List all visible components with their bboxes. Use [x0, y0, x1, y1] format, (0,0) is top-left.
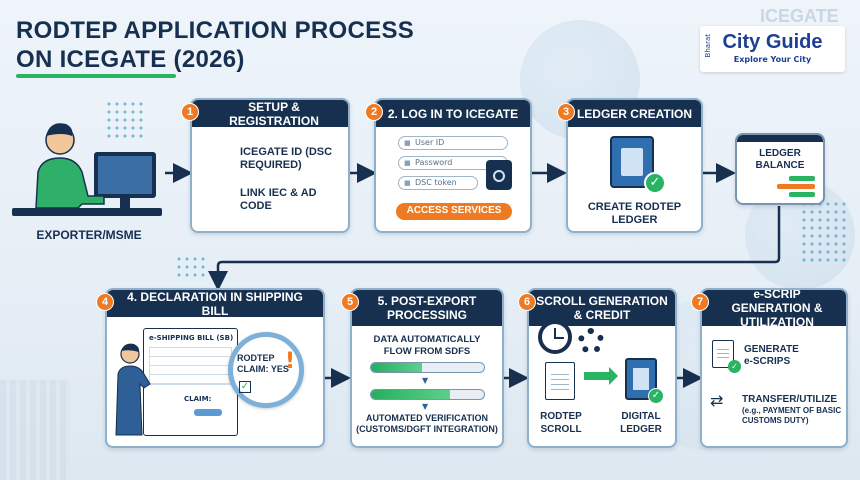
- background-dots: [105, 100, 145, 140]
- data-flow-progress-fill: [371, 363, 422, 372]
- page-title: RODTEP APPLICATION PROCESS ON ICEGATE (2…: [16, 16, 414, 74]
- generate-e-scrips-label: GENERATE e-SCRIPS: [744, 344, 799, 367]
- step3-card: LEDGER CREATION: [566, 98, 703, 233]
- dsc-token-field[interactable]: DSC token: [398, 176, 478, 190]
- step5-verification-text: AUTOMATED VERIFICATION (CUSTOMS/DGFT INT…: [356, 413, 498, 434]
- step1-card: SETUP & REGISTRATION: [190, 98, 350, 233]
- access-services-button[interactable]: ACCESS SERVICES: [396, 203, 512, 220]
- digital-ledger-label: DIGITAL LEDGER: [620, 411, 662, 435]
- arrow-row-wrap: [208, 206, 781, 291]
- step7-card: e-SCRIP GENERATION & UTILIZATION: [700, 288, 848, 448]
- data-flow-progress-bar: [370, 362, 485, 373]
- step5-number-badge: 5: [341, 293, 359, 311]
- step1-title: SETUP & REGISTRATION: [192, 100, 348, 128]
- step7-title: e-SCRIP GENERATION & UTILIZATION: [702, 290, 846, 329]
- gear-icon: [578, 328, 604, 354]
- ledger-balance-card: LEDGER BALANCE: [735, 133, 825, 205]
- transfer-arrows-icon: ⇄: [710, 391, 724, 410]
- down-arrow-icon: ▼: [422, 376, 429, 385]
- exporter-at-computer-icon: [12, 123, 162, 216]
- step5-title: 5. POST-EXPORT PROCESSING: [352, 290, 502, 326]
- digital-ledger-icon: ✓: [625, 358, 664, 404]
- verification-progress-fill: [371, 390, 451, 399]
- city-guide-logo: Bharat City Guide Explore Your City: [700, 26, 845, 72]
- step2-number-badge: 2: [365, 103, 383, 121]
- ledger-balance-title: LEDGER BALANCE: [755, 148, 805, 171]
- step1-item-link-iec: LINK IEC & AD CODE: [240, 187, 317, 212]
- exporter-illustration: [12, 110, 162, 222]
- rodtep-claim-yes: RODTEP CLAIM: YES: [237, 353, 289, 374]
- claim-label: CLAIM:: [184, 395, 212, 403]
- background-dots: [175, 255, 205, 279]
- right-arrow-icon: [584, 367, 618, 385]
- background-container-icon: [0, 380, 70, 480]
- background-dots: [800, 200, 848, 264]
- step4-title: 4. DECLARATION IN SHIPPING BILL: [107, 290, 323, 318]
- rodtep-scroll-label: RODTEP SCROLL: [540, 411, 582, 435]
- e-scrip-document-icon: ✓: [712, 340, 741, 373]
- exporter-label: EXPORTER/MSME: [36, 228, 142, 242]
- step5-data-flow-text: DATA AUTOMATICALLY FLOW FROM SDFS: [373, 334, 481, 357]
- logo-tagline: Explore Your City: [733, 55, 812, 64]
- shipping-bill-title: e-SHIPPING BILL (SB): [149, 334, 234, 342]
- page-title-line2: ON ICEGATE (2026): [16, 46, 245, 73]
- step1-number-badge: 1: [181, 103, 199, 121]
- title-underline: [16, 74, 176, 78]
- transfer-utilize-label: TRANSFER/UTILIZE: [742, 394, 837, 405]
- page-title-line1: RODTEP APPLICATION PROCESS: [16, 17, 415, 44]
- step3-title: LEDGER CREATION: [568, 100, 701, 127]
- ledger-book-icon: ✓: [610, 136, 666, 194]
- person-pointing-icon: [110, 340, 151, 436]
- clock-icon: [538, 320, 572, 354]
- logo-background-text: ICEGATE: [760, 6, 839, 26]
- step7-number-badge: 7: [691, 293, 709, 311]
- step3-number-badge: 3: [557, 103, 575, 121]
- step6-title: SCROLL GENERATION & CREDIT: [529, 290, 675, 326]
- dsc-token-icon: [486, 160, 512, 190]
- transfer-utilize-note: (e.g., PAYMENT OF BASIC CUSTOMS DUTY): [742, 406, 842, 425]
- verification-progress-bar: [370, 389, 485, 400]
- claim-magnifier-bubble: RODTEP CLAIM: YES ✓ !: [228, 332, 304, 408]
- shipping-bill-document: e-SHIPPING BILL (SB) CLAIM:: [143, 328, 238, 436]
- user-id-field[interactable]: User ID: [398, 136, 508, 150]
- step6-number-badge: 6: [518, 293, 536, 311]
- scroll-document-icon: [545, 362, 575, 400]
- password-field[interactable]: Password: [398, 156, 508, 170]
- step4-number-badge: 4: [96, 293, 114, 311]
- step2-title: 2. LOG IN TO ICEGATE: [376, 100, 530, 127]
- down-arrow-icon: ▼: [422, 402, 429, 411]
- step1-item-icegate-id: ICEGATE ID (DSC REQUIRED): [240, 146, 333, 171]
- logo-name: City Guide: [722, 31, 823, 53]
- exclamation-icon: !: [284, 349, 295, 374]
- step3-caption: CREATE RODTEP LEDGER: [587, 201, 682, 226]
